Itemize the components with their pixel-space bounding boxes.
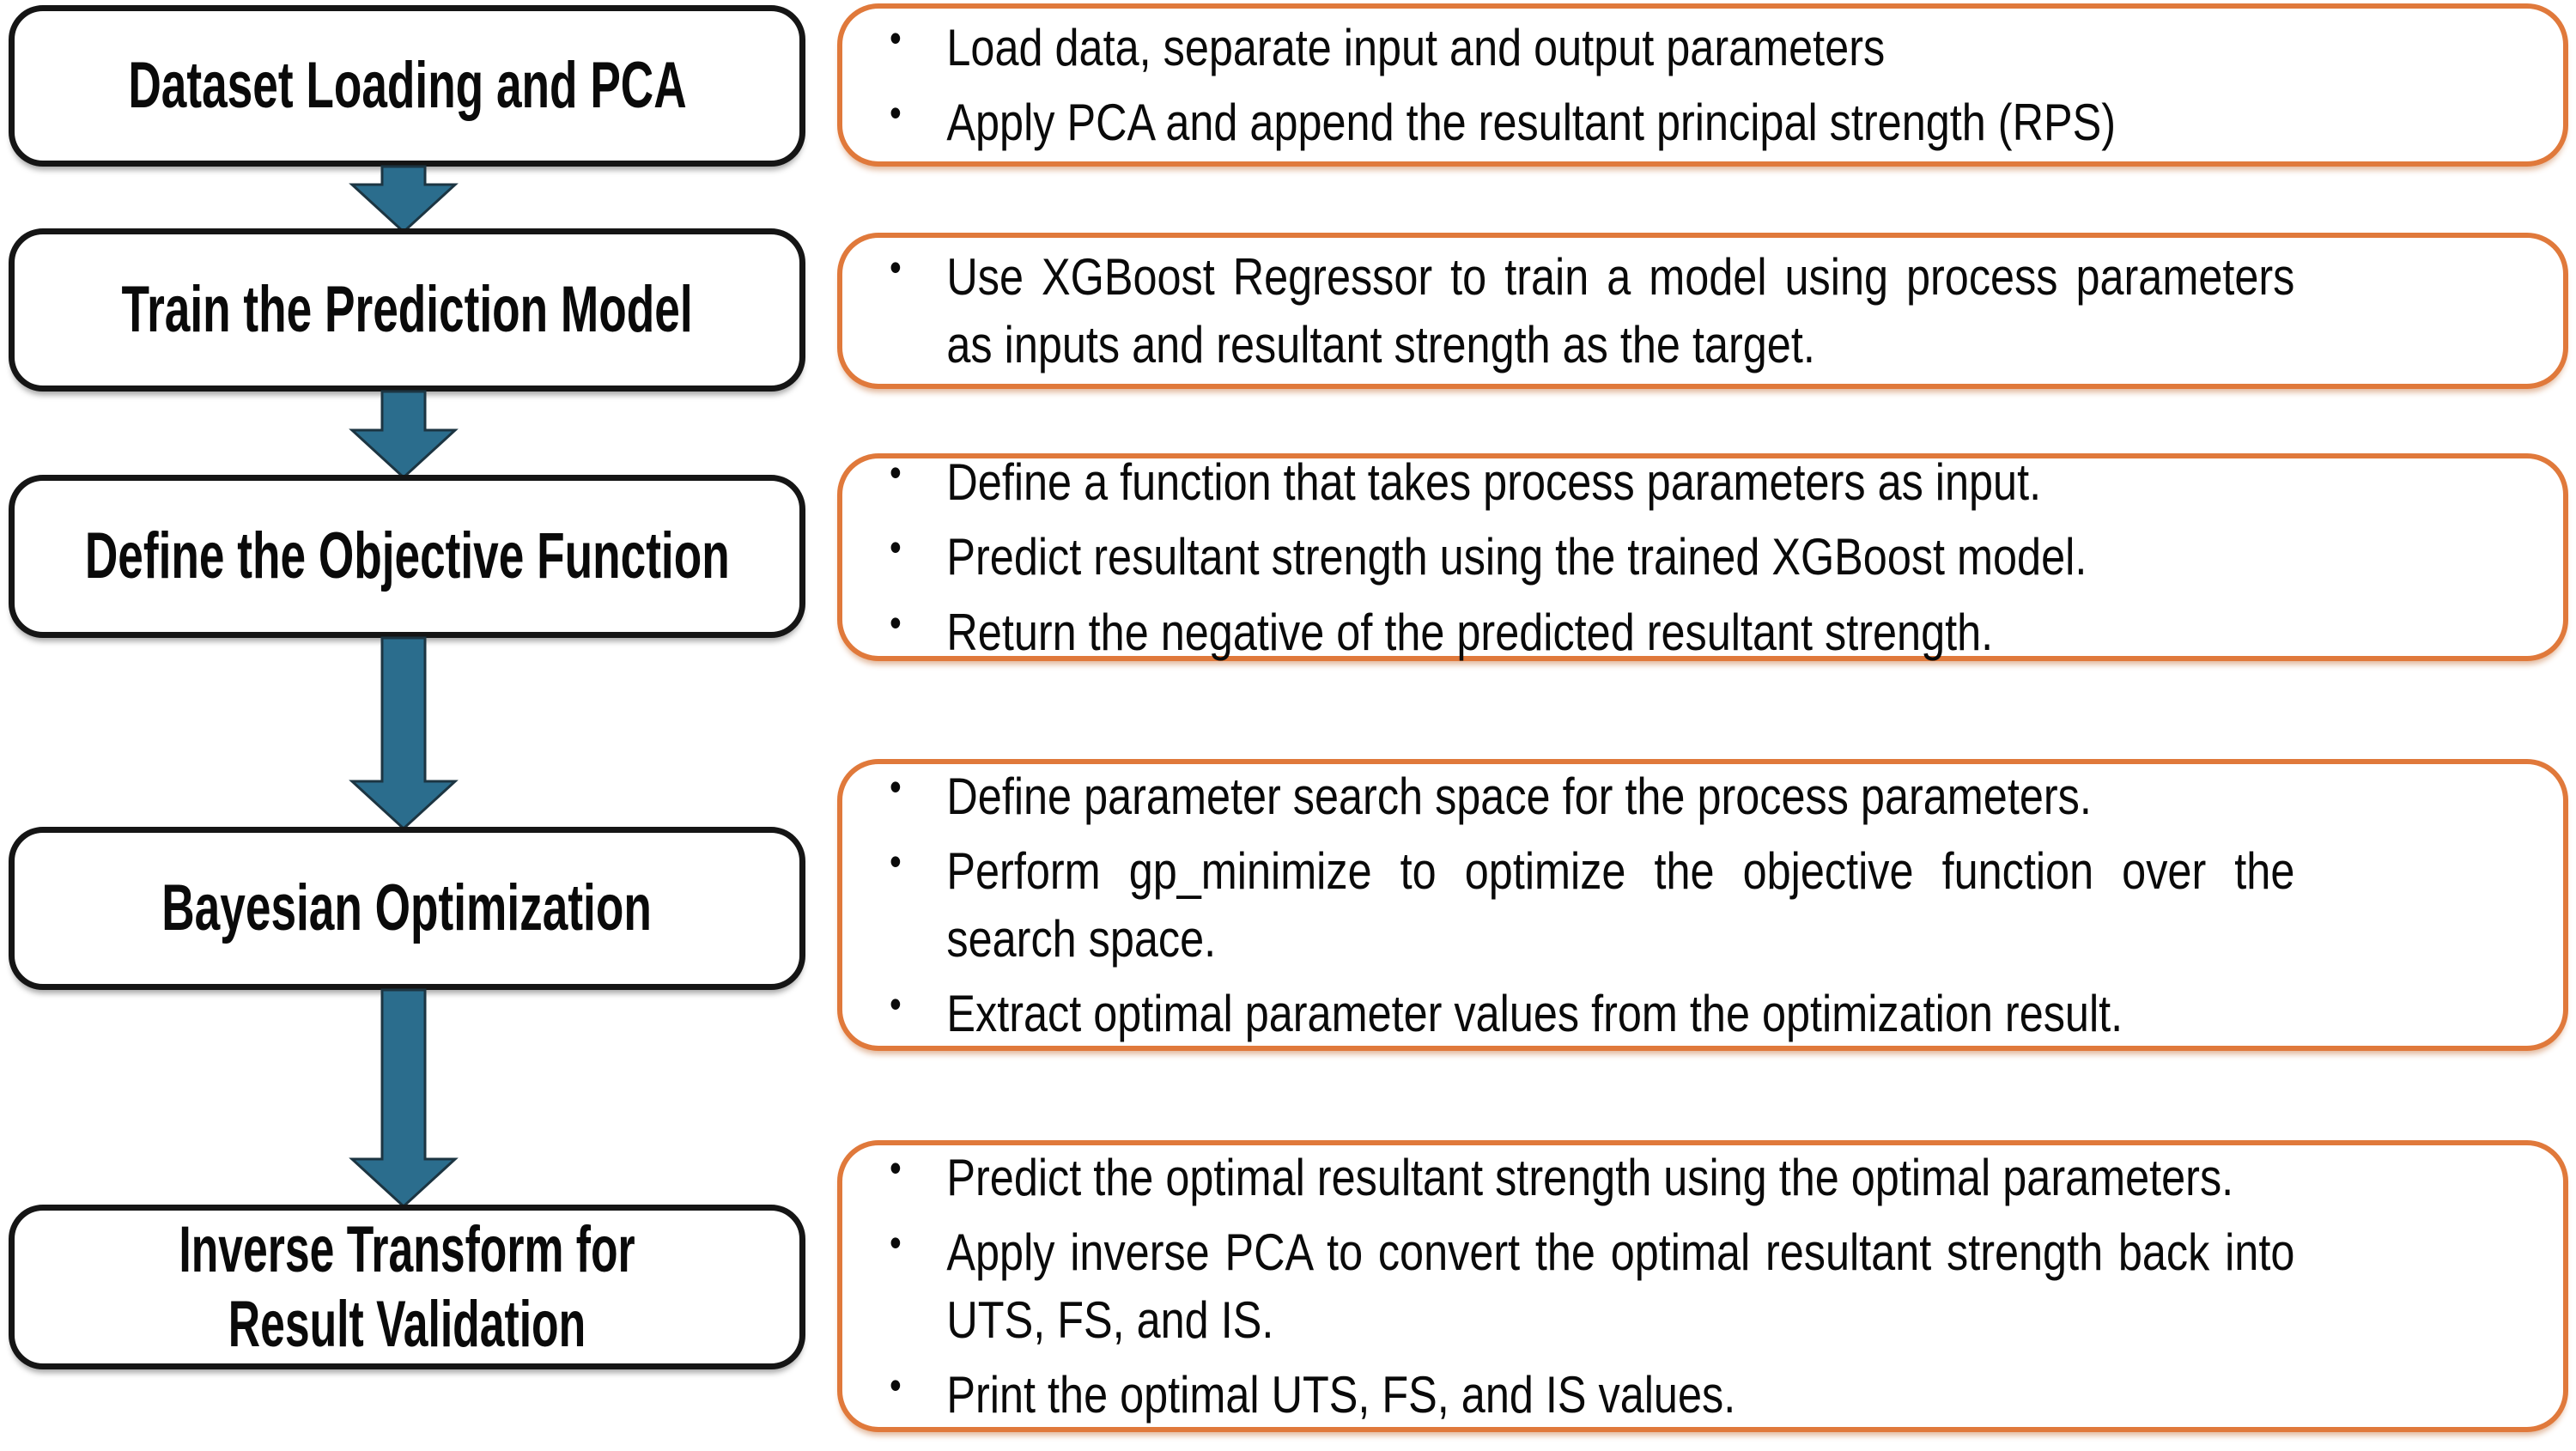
step-box-define-objective-function: Define the Objective Function: [9, 475, 805, 638]
step-title: Train the Prediction Model: [121, 273, 693, 347]
detail-box-define-objective-function: Define a function that takes process par…: [837, 446, 2568, 661]
bullet-list: Use XGBoost Regressor to train a model u…: [885, 241, 2294, 379]
bullet-item: Predict the optimal resultant strength u…: [885, 1142, 2294, 1211]
bullet-item: Apply PCA and append the resultant princ…: [885, 87, 2294, 156]
bullet-item: Perform gp_minimize to optimize the obje…: [885, 835, 2294, 973]
bullet-item: Predict resultant strength using the tra…: [885, 521, 2294, 591]
bullet-item: Apply inverse PCA to convert the optimal…: [885, 1217, 2294, 1354]
step-box-inverse-transform-validation: Inverse Transform for Result Validation: [9, 1205, 805, 1369]
detail-box-train-prediction-model: Use XGBoost Regressor to train a model u…: [837, 233, 2568, 389]
bullet-list: Define parameter search space for the pr…: [885, 761, 2294, 1048]
step-box-train-prediction-model: Train the Prediction Model: [9, 228, 805, 392]
down-arrow-icon: [349, 165, 459, 234]
step-title: Define the Objective Function: [84, 519, 730, 593]
bullet-item: Print the optimal UTS, FS, and IS values…: [885, 1359, 2294, 1429]
bullet-item: Define a function that takes process par…: [885, 446, 2294, 516]
step-title: Dataset Loading and PCA: [127, 49, 687, 123]
bullet-item: Use XGBoost Regressor to train a model u…: [885, 241, 2294, 379]
bullet-list: Load data, separate input and output par…: [885, 12, 2294, 156]
bullet-item: Extract optimal parameter values from th…: [885, 978, 2294, 1047]
detail-box-bayesian-optimization: Define parameter search space for the pr…: [837, 759, 2568, 1051]
down-arrow-icon: [349, 390, 459, 480]
down-arrow-icon: [349, 988, 459, 1209]
step-title: Inverse Transform for Result Validation: [179, 1212, 635, 1361]
detail-box-inverse-transform-validation: Predict the optimal resultant strength u…: [837, 1140, 2568, 1432]
detail-box-dataset-loading-pca: Load data, separate input and output par…: [837, 3, 2568, 167]
bullet-list: Define a function that takes process par…: [885, 446, 2294, 666]
down-arrow-icon: [349, 636, 459, 831]
bullet-item: Define parameter search space for the pr…: [885, 761, 2294, 830]
step-title: Bayesian Optimization: [161, 871, 653, 945]
step-box-bayesian-optimization: Bayesian Optimization: [9, 827, 805, 990]
bullet-item: Return the negative of the predicted res…: [885, 597, 2294, 666]
bullet-list: Predict the optimal resultant strength u…: [885, 1142, 2294, 1430]
bullet-item: Load data, separate input and output par…: [885, 12, 2294, 82]
step-box-dataset-loading-pca: Dataset Loading and PCA: [9, 5, 805, 167]
